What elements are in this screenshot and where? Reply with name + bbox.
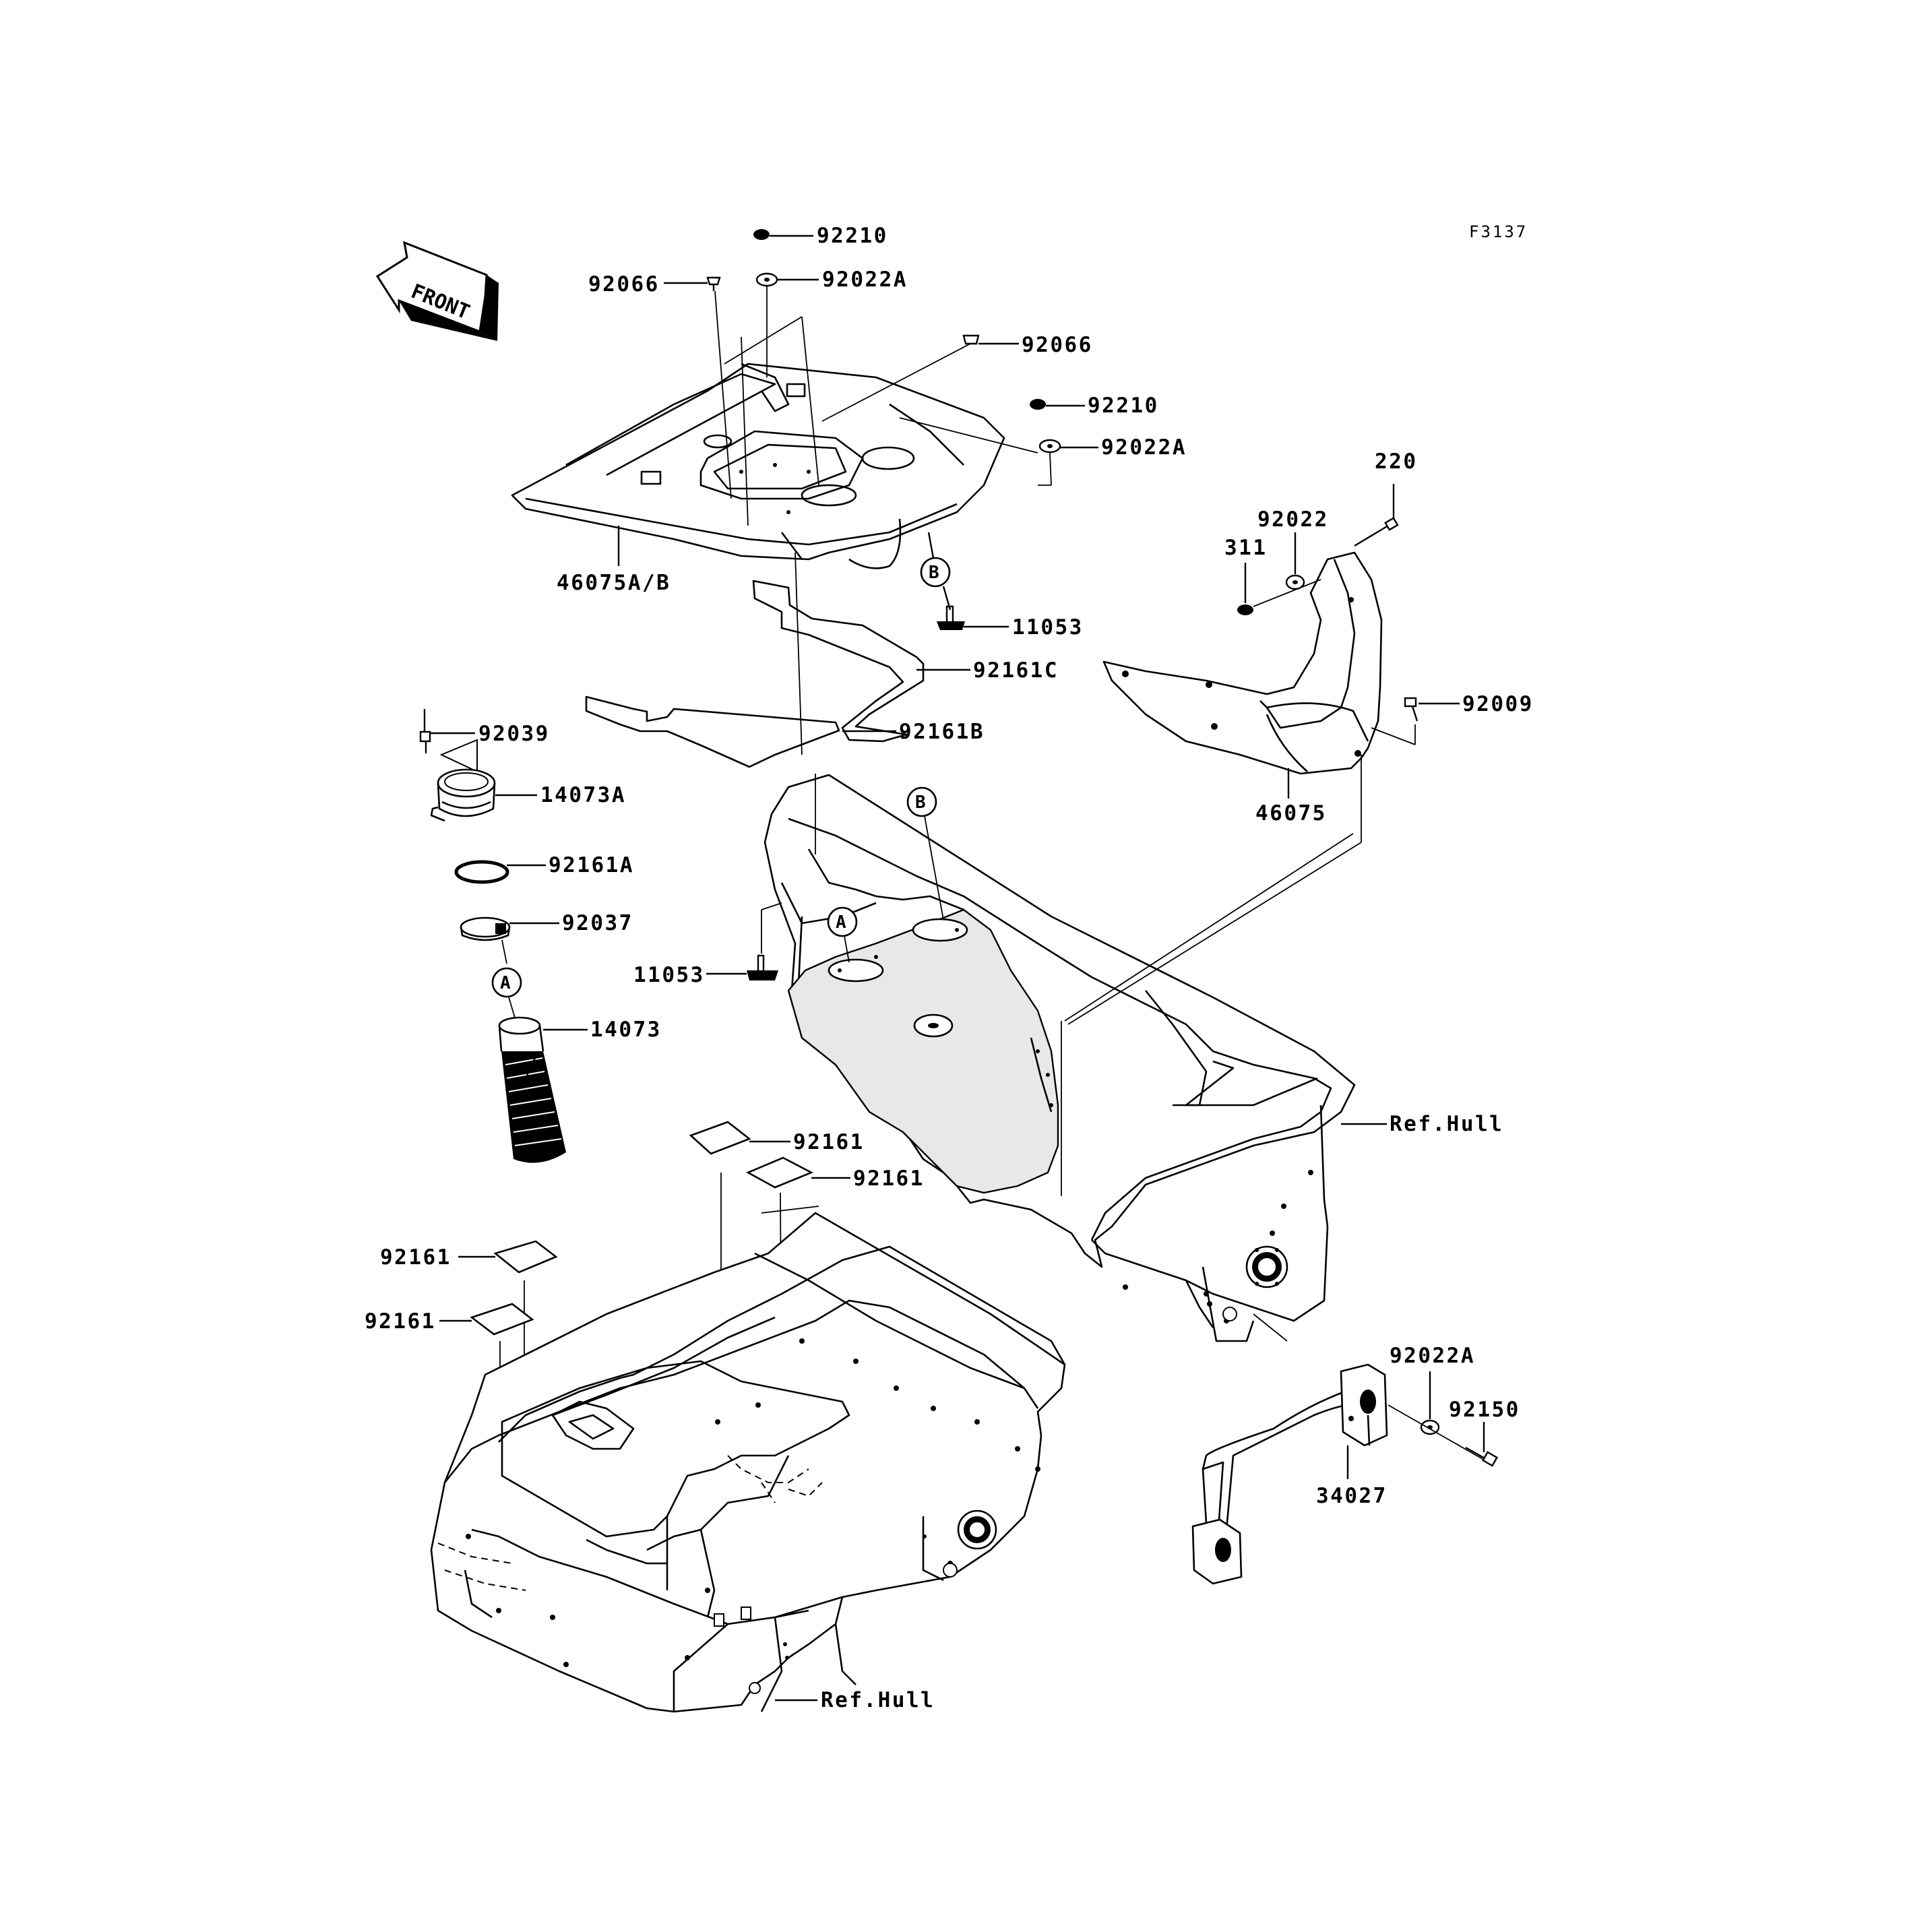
label-92009: 92009 xyxy=(1462,692,1534,716)
clip-92066-left-icon xyxy=(706,276,721,291)
clip-11053-lower-icon xyxy=(747,954,778,980)
label-92039: 92039 xyxy=(478,722,550,746)
label-92022A-top: 92022A xyxy=(822,268,908,292)
label-11053-upper: 11053 xyxy=(1012,615,1084,640)
label-14073: 14073 xyxy=(590,1018,662,1042)
label-92150: 92150 xyxy=(1449,1398,1520,1422)
label-92210-top: 92210 xyxy=(817,224,888,248)
seal-92161C xyxy=(752,580,925,743)
screw-220-icon xyxy=(1354,517,1399,547)
label-92022A-right: 92022A xyxy=(1101,435,1187,460)
callout-b-upper-icon: B xyxy=(920,557,951,588)
hose-14073-icon xyxy=(498,1016,566,1163)
grab-handle-34027 xyxy=(1191,1363,1388,1585)
filler-neck-14073A-icon xyxy=(430,739,496,822)
front-direction-arrow-icon: FRONT xyxy=(375,241,499,341)
label-92022A-lower: 92022A xyxy=(1390,1344,1475,1368)
clamp-92037-icon xyxy=(460,916,511,941)
label-ref-hull-upper: Ref.Hull xyxy=(1390,1112,1503,1136)
storage-tray-46075AB xyxy=(511,363,1005,569)
nut-92210-right-icon xyxy=(1030,399,1046,410)
label-92161-4: 92161 xyxy=(365,1309,436,1334)
svg-text:B: B xyxy=(929,563,939,583)
washer-92022A-top-icon xyxy=(755,272,778,287)
label-92022: 92022 xyxy=(1257,507,1329,532)
label-ref-hull-lower: Ref.Hull xyxy=(821,1688,935,1712)
clip-11053-upper-icon xyxy=(937,605,965,630)
clip-92066-right-icon xyxy=(962,334,980,345)
pad-92161-3-icon xyxy=(493,1240,558,1274)
svg-text:A: A xyxy=(500,973,511,993)
label-92161B: 92161B xyxy=(899,720,985,744)
bolt-92150-icon xyxy=(1465,1446,1499,1467)
screw-92009-icon xyxy=(1404,697,1419,722)
nut-92210-top-icon xyxy=(753,229,770,240)
callout-a-hose-icon: A xyxy=(491,967,522,998)
label-92161-2: 92161 xyxy=(853,1166,925,1191)
svg-text:B: B xyxy=(915,792,926,813)
washer-92022A-right-icon xyxy=(1038,439,1061,454)
label-92161-1: 92161 xyxy=(793,1130,865,1154)
o-ring-92161A-icon xyxy=(454,860,509,884)
label-46075: 46075 xyxy=(1255,801,1327,825)
label-11053-lower: 11053 xyxy=(633,963,705,987)
label-34027: 34027 xyxy=(1316,1484,1388,1508)
svg-text:A: A xyxy=(836,912,846,933)
label-14073A: 14073A xyxy=(540,783,626,807)
callout-b-hull-icon: B xyxy=(906,786,937,817)
label-92037: 92037 xyxy=(562,911,633,935)
label-311: 311 xyxy=(1224,536,1268,560)
hull-upper xyxy=(764,774,1356,1342)
seal-92161B xyxy=(585,695,840,768)
label-92066-right: 92066 xyxy=(1022,333,1093,357)
front-cover-46075 xyxy=(1102,551,1383,775)
callout-a-hull-icon: A xyxy=(827,906,858,937)
pad-92161-2-icon xyxy=(746,1156,814,1189)
label-92066-left: 92066 xyxy=(588,272,660,297)
label-220: 220 xyxy=(1375,449,1418,474)
label-92161A: 92161A xyxy=(549,853,634,877)
label-46075AB: 46075A/B xyxy=(557,571,671,595)
washer-92022-icon xyxy=(1285,574,1305,590)
label-92161-3: 92161 xyxy=(380,1245,451,1270)
pad-92161-4-icon xyxy=(470,1303,534,1336)
label-92210-right: 92210 xyxy=(1088,394,1159,418)
nut-311-icon xyxy=(1237,604,1253,615)
screw-92039-icon xyxy=(419,709,431,753)
figure-code: F3137 xyxy=(1469,222,1528,241)
label-92161C: 92161C xyxy=(973,658,1059,683)
hull-lower xyxy=(430,1206,1066,1713)
pad-92161-1-icon xyxy=(689,1121,751,1155)
